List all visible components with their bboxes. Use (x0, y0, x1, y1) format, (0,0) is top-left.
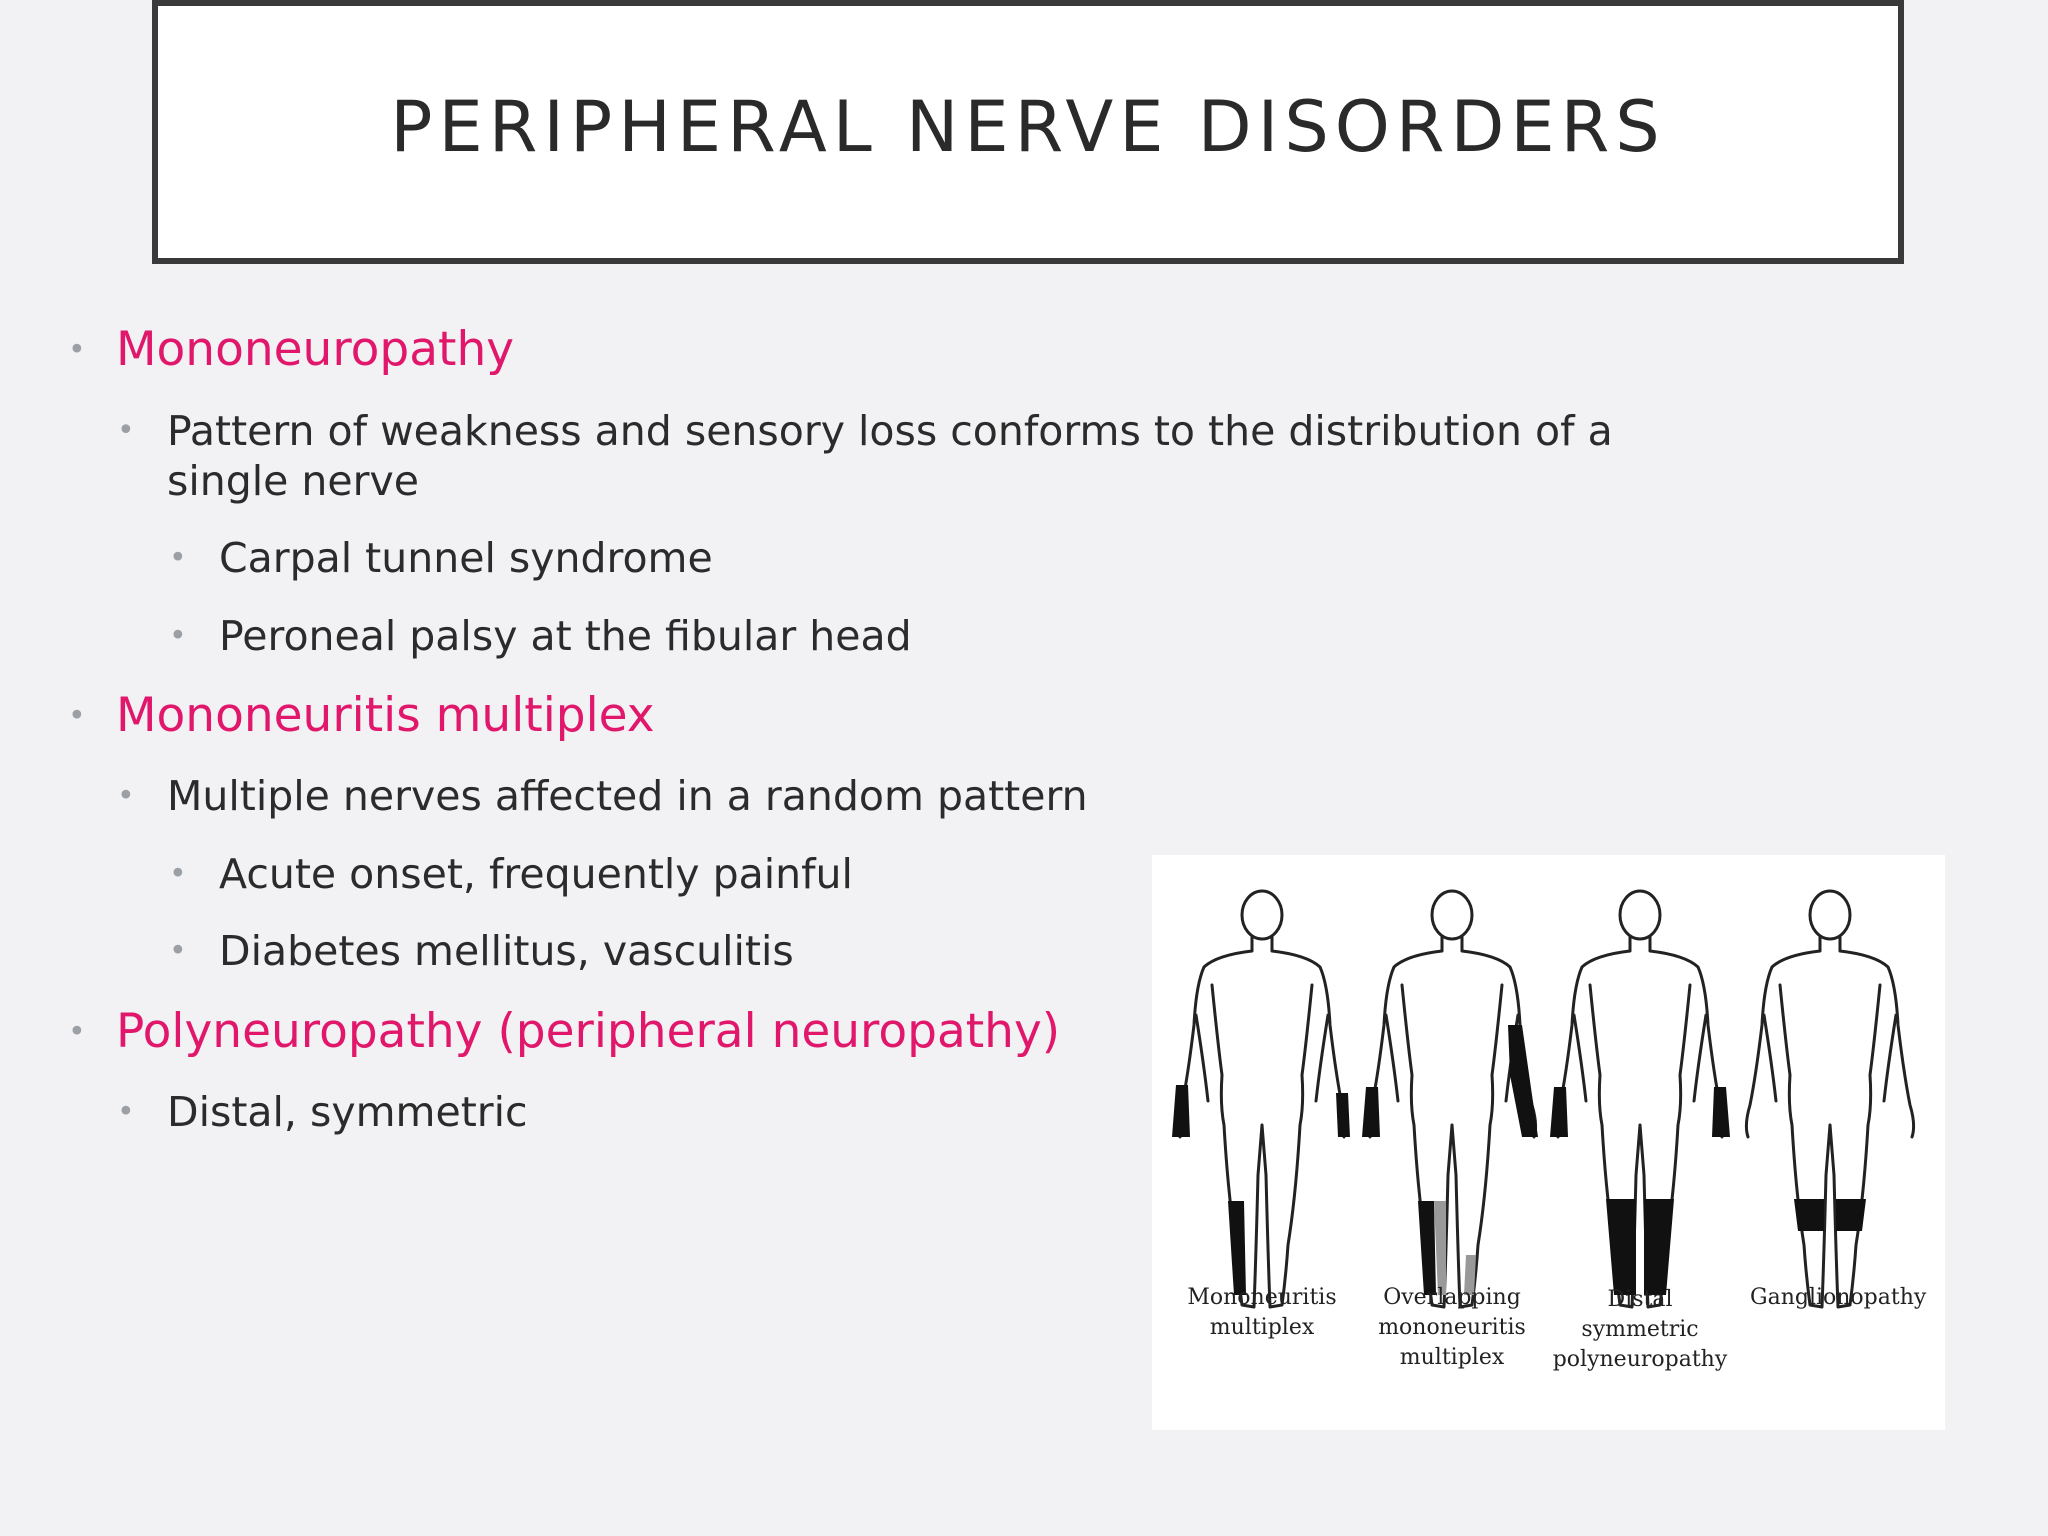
label-ganglionopathy: Ganglionopathy (1750, 1285, 1927, 1310)
bullet-mononeuritis: • Mononeuritis multiplex (68, 688, 655, 743)
body-overlapping-mononeuritis (1362, 889, 1538, 1309)
desc-mononeuritis: Multiple nerves affected in a random pat… (167, 772, 1088, 820)
bullet-dot: • (117, 778, 135, 814)
desc-polyneuropathy: Distal, symmetric (167, 1088, 528, 1136)
heading-mononeuritis: Mononeuritis multiplex (116, 688, 655, 743)
left-foot-shading (1606, 1199, 1636, 1295)
right-foot-shading (1644, 1199, 1674, 1295)
body-diagrams-svg (1172, 889, 1916, 1309)
bullet-dot: • (117, 1094, 135, 1130)
bullet-polyneuropathy: • Polyneuropathy (peripheral neuropathy) (68, 1004, 1061, 1059)
label-overlapping-mononeuritis: Overlapping mononeuritis multiplex (1378, 1285, 1526, 1370)
left-hand-shading (1172, 1085, 1190, 1137)
left-leg-shading (1418, 1201, 1436, 1295)
bullet-dot: • (68, 332, 86, 367)
neuropathy-pattern-figure: Mononeuritis multiplex Overlapping monon… (1152, 855, 1945, 1430)
bullet-diabetes: • Diabetes mellitus, vasculitis (169, 927, 794, 975)
example-peroneal-palsy: Peroneal palsy at the fibular head (219, 612, 912, 660)
heading-polyneuropathy: Polyneuropathy (peripheral neuropathy) (116, 1004, 1061, 1059)
body-ganglionopathy (1744, 889, 1916, 1309)
bullet-mononeuropathy: • Mononeuropathy (68, 322, 515, 377)
bullet-carpal-tunnel: • Carpal tunnel syndrome (169, 534, 713, 582)
right-forearm-shading (1508, 1025, 1538, 1137)
example-carpal-tunnel: Carpal tunnel syndrome (219, 534, 713, 582)
label-distal-symmetric: Distal symmetric polyneuropathy (1552, 1287, 1728, 1372)
heading-mononeuropathy: Mononeuropathy (116, 322, 515, 377)
right-knee-shading (1836, 1199, 1866, 1231)
bullet-polyneuropathy-desc: • Distal, symmetric (117, 1088, 528, 1136)
bullet-peroneal-palsy: • Peroneal palsy at the fibular head (169, 612, 912, 660)
bullet-acute-onset: • Acute onset, frequently painful (169, 850, 853, 898)
example-acute-onset: Acute onset, frequently painful (219, 850, 853, 898)
bullet-dot: • (169, 933, 187, 969)
bullet-dot: • (169, 856, 187, 892)
left-leg-shading (1228, 1201, 1246, 1295)
example-diabetes: Diabetes mellitus, vasculitis (219, 927, 794, 975)
desc-mononeuropathy: Pattern of weakness and sensory loss con… (167, 407, 1613, 505)
title-box: PERIPHERAL NERVE DISORDERS (152, 0, 1904, 264)
body-mononeuritis-multiplex (1172, 889, 1350, 1309)
left-knee-shading (1794, 1199, 1824, 1231)
bullet-dot: • (68, 1014, 86, 1049)
body-distal-symmetric (1550, 889, 1730, 1309)
bullet-dot: • (169, 540, 187, 576)
slide-title: PERIPHERAL NERVE DISORDERS (390, 86, 1666, 168)
right-leg-overlap-shading (1464, 1255, 1476, 1295)
label-mononeuritis-multiplex: Mononeuritis multiplex (1187, 1285, 1337, 1340)
left-hand-shading (1550, 1087, 1568, 1137)
left-leg-overlap-shading (1434, 1201, 1446, 1295)
bullet-dot: • (68, 698, 86, 733)
bullet-dot: • (117, 413, 135, 448)
right-hand-shading (1336, 1093, 1350, 1137)
bullet-mononeuritis-desc: • Multiple nerves affected in a random p… (117, 772, 1088, 820)
bullet-mononeuropathy-desc: • Pattern of weakness and sensory loss c… (117, 406, 1727, 506)
left-hand-shading (1362, 1087, 1380, 1137)
bullet-dot: • (169, 618, 187, 654)
right-hand-shading (1712, 1087, 1730, 1137)
